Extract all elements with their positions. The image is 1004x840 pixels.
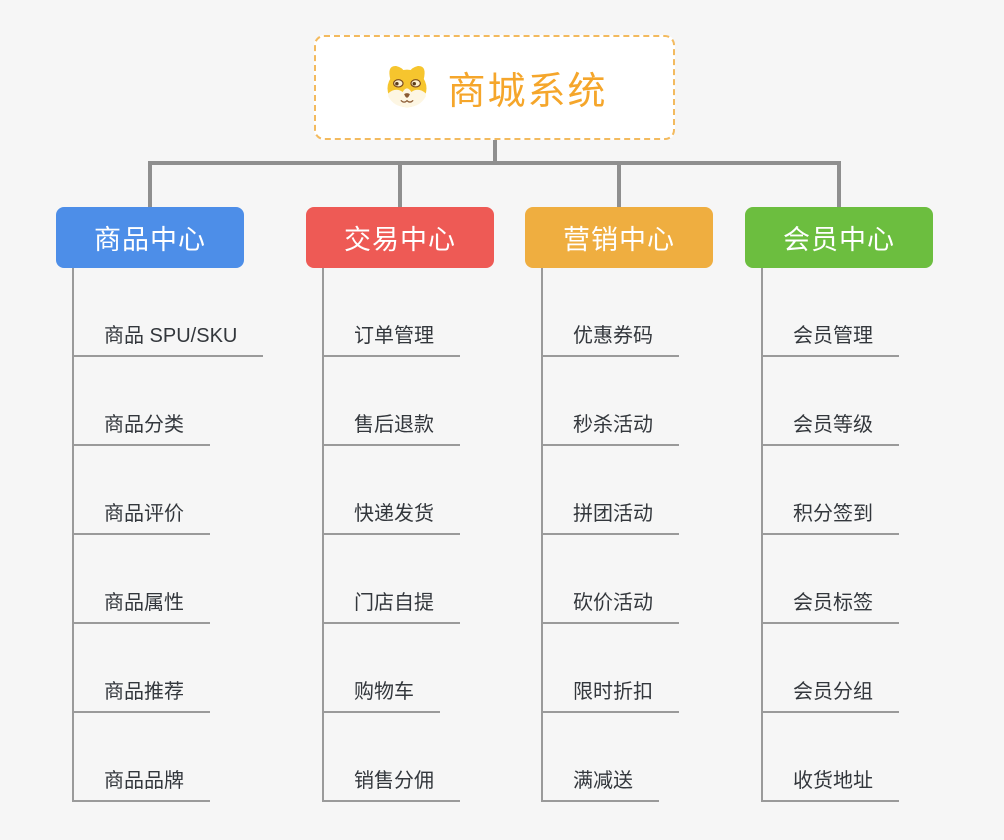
item-label: 收货地址 bbox=[763, 764, 899, 802]
root-title: 商城系统 bbox=[447, 71, 608, 113]
item-label: 会员标签 bbox=[763, 586, 899, 624]
list-item[interactable]: 商品 SPU/SKU bbox=[74, 268, 264, 357]
item-label: 售后退款 bbox=[324, 408, 460, 446]
item-label: 会员等级 bbox=[763, 408, 899, 446]
branch-node-marketing[interactable]: 营销中心 bbox=[525, 207, 713, 268]
branch-node-trade[interactable]: 交易中心 bbox=[306, 207, 494, 268]
item-label: 优惠券码 bbox=[543, 319, 679, 357]
list-item[interactable]: 会员标签 bbox=[763, 535, 899, 624]
item-label: 秒杀活动 bbox=[543, 408, 679, 446]
list-item[interactable]: 商品评价 bbox=[74, 446, 263, 535]
branch-node-member[interactable]: 会员中心 bbox=[745, 207, 933, 268]
branch-items-marketing: 优惠券码 秒杀活动 拼团活动 砍价活动 限时折扣 满减送 bbox=[541, 268, 679, 802]
item-label: 商品 SPU/SKU bbox=[74, 319, 264, 357]
branch-items-product: 商品 SPU/SKU 商品分类 商品评价 商品属性 商品推荐 商品品牌 bbox=[72, 268, 264, 802]
list-item[interactable]: 快递发货 bbox=[324, 446, 460, 535]
item-label: 会员管理 bbox=[763, 319, 899, 357]
list-item[interactable]: 砍价活动 bbox=[543, 535, 679, 624]
item-label: 会员分组 bbox=[763, 675, 899, 713]
item-label: 积分签到 bbox=[763, 497, 899, 535]
list-item[interactable]: 会员分组 bbox=[763, 624, 899, 713]
shiba-dog-icon bbox=[381, 62, 433, 114]
item-label: 满减送 bbox=[543, 764, 659, 802]
list-item[interactable]: 优惠券码 bbox=[543, 268, 679, 357]
list-item[interactable]: 商品品牌 bbox=[74, 713, 263, 802]
item-label: 砍价活动 bbox=[543, 586, 679, 624]
list-item[interactable]: 售后退款 bbox=[324, 357, 460, 446]
item-label: 拼团活动 bbox=[543, 497, 679, 535]
item-label: 订单管理 bbox=[324, 319, 460, 357]
connector-drop-member bbox=[837, 161, 841, 208]
list-item[interactable]: 商品属性 bbox=[74, 535, 263, 624]
item-label: 商品推荐 bbox=[74, 675, 210, 713]
connector-horizontal-bar bbox=[148, 161, 841, 165]
list-item[interactable]: 拼团活动 bbox=[543, 446, 679, 535]
list-item[interactable]: 积分签到 bbox=[763, 446, 899, 535]
list-item[interactable]: 满减送 bbox=[543, 713, 679, 802]
list-item[interactable]: 会员等级 bbox=[763, 357, 899, 446]
list-item[interactable]: 会员管理 bbox=[763, 268, 899, 357]
connector-drop-marketing bbox=[617, 161, 621, 208]
branch-items-trade: 订单管理 售后退款 快递发货 门店自提 购物车 销售分佣 bbox=[322, 268, 460, 802]
list-item[interactable]: 秒杀活动 bbox=[543, 357, 679, 446]
list-item[interactable]: 商品分类 bbox=[74, 357, 263, 446]
list-item[interactable]: 购物车 bbox=[324, 624, 460, 713]
list-item[interactable]: 订单管理 bbox=[324, 268, 460, 357]
branch-items-member: 会员管理 会员等级 积分签到 会员标签 会员分组 收货地址 bbox=[761, 268, 899, 802]
item-label: 商品品牌 bbox=[74, 764, 210, 802]
item-label: 销售分佣 bbox=[324, 764, 460, 802]
connector-drop-product bbox=[148, 161, 152, 208]
connector-drop-trade bbox=[398, 161, 402, 208]
item-label: 门店自提 bbox=[324, 586, 460, 624]
item-label: 限时折扣 bbox=[543, 675, 679, 713]
item-label: 商品分类 bbox=[74, 408, 210, 446]
item-label: 购物车 bbox=[324, 675, 440, 713]
list-item[interactable]: 商品推荐 bbox=[74, 624, 263, 713]
item-label: 快递发货 bbox=[324, 497, 460, 535]
connector-root-stub bbox=[493, 138, 497, 165]
list-item[interactable]: 门店自提 bbox=[324, 535, 460, 624]
list-item[interactable]: 收货地址 bbox=[763, 713, 899, 802]
list-item[interactable]: 限时折扣 bbox=[543, 624, 679, 713]
root-node[interactable]: 商城系统 bbox=[314, 35, 675, 140]
item-label: 商品评价 bbox=[74, 497, 210, 535]
item-label: 商品属性 bbox=[74, 586, 210, 624]
list-item[interactable]: 销售分佣 bbox=[324, 713, 460, 802]
branch-node-product[interactable]: 商品中心 bbox=[56, 207, 244, 268]
